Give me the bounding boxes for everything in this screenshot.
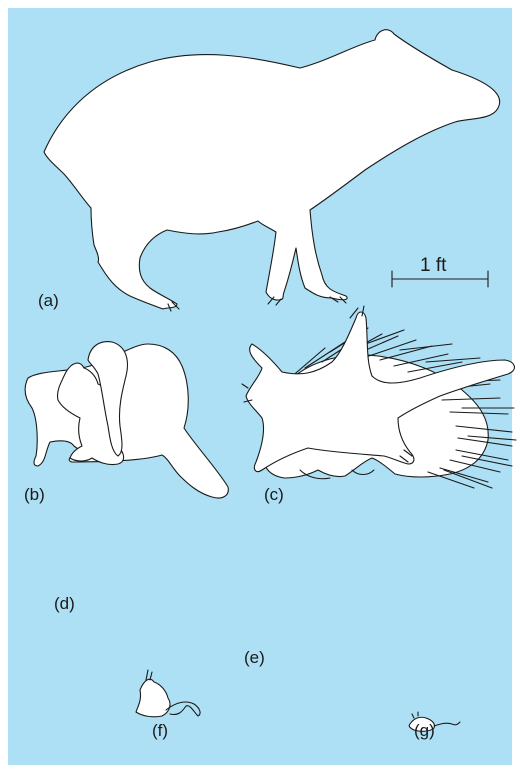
label-c: (c) [264,486,284,503]
label-e: (e) [244,649,265,666]
label-a: (a) [38,292,59,309]
scale-bar-label: 1 ft [420,256,446,275]
jerboa-silhouette [136,670,200,717]
label-f: (f) [152,722,168,739]
label-g: (g) [414,722,435,739]
label-b: (b) [24,486,45,503]
squirrel-silhouette [57,342,127,465]
label-d: (d) [54,595,75,612]
